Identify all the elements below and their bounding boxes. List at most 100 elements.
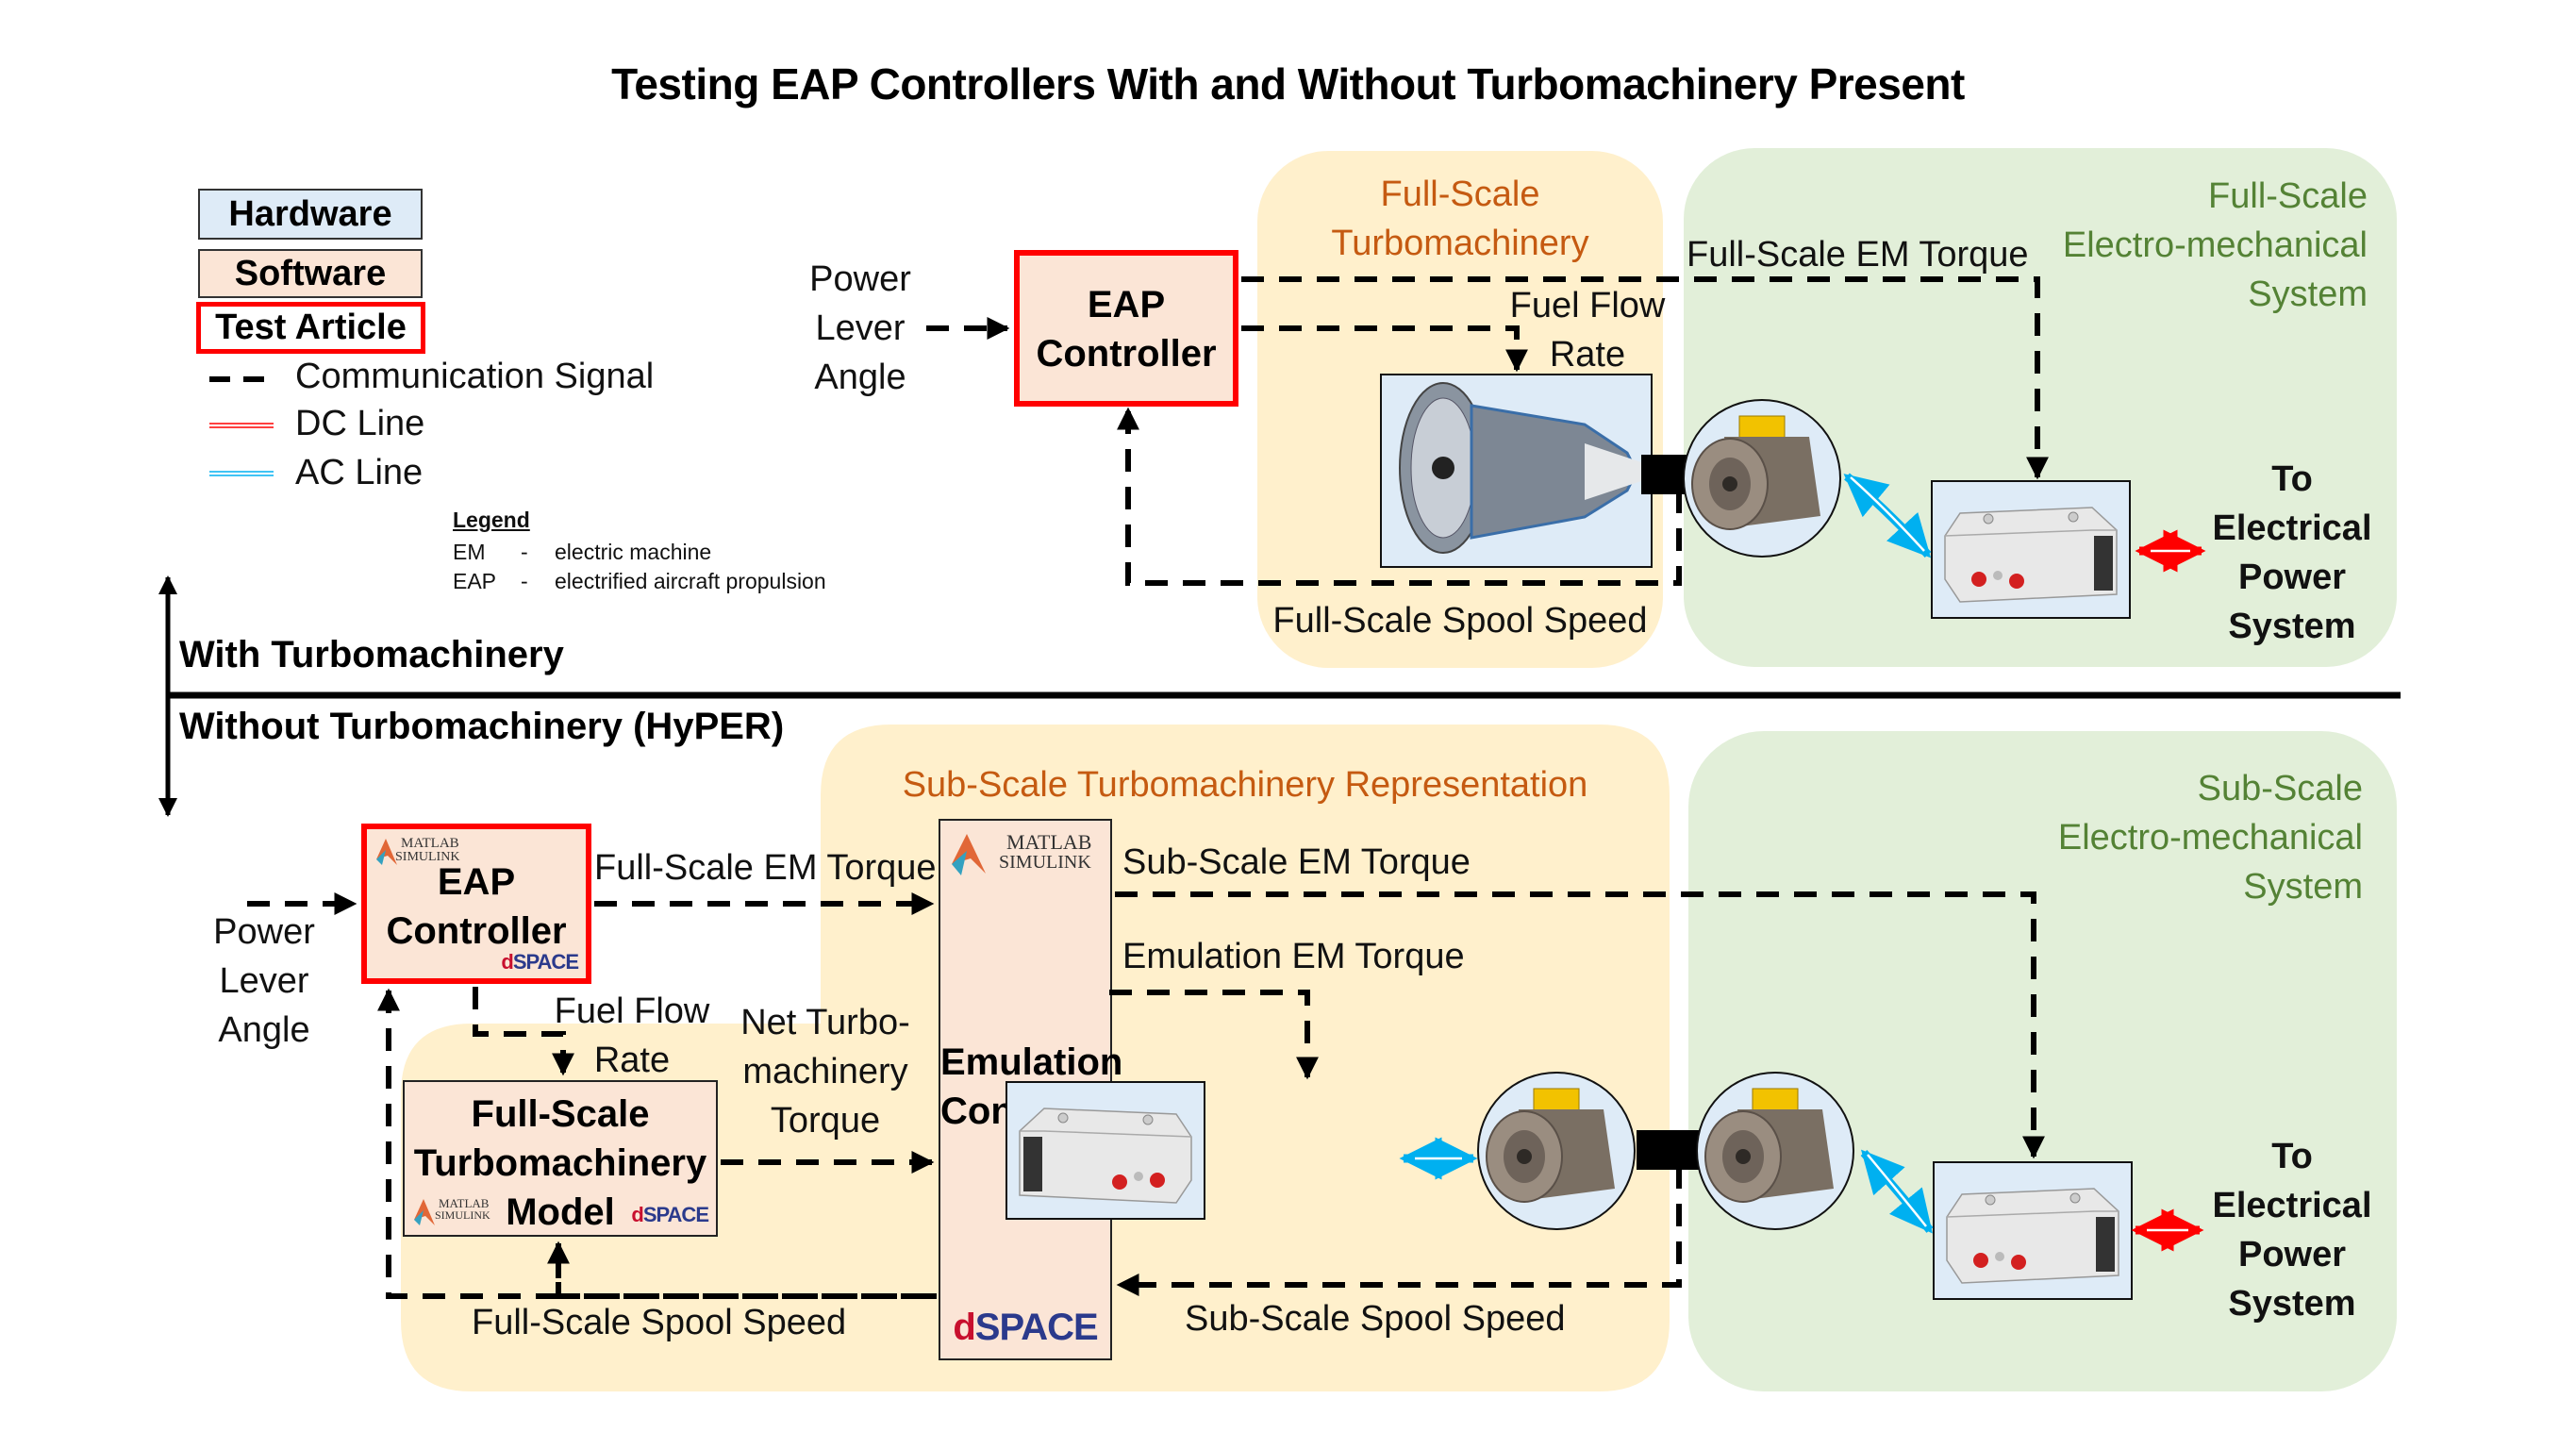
model-title-line: Full-Scale xyxy=(471,1093,650,1135)
label-line: Power xyxy=(2237,558,2347,597)
top-to-electrical-power-system: To Electrical Power System xyxy=(2207,455,2377,651)
bottom-fs-spool-to-model xyxy=(547,1241,937,1299)
sub-scale-em-panel-title: Sub-Scale Electro-mechanical System xyxy=(1981,764,2363,911)
legend-dc-line-sample xyxy=(209,423,274,428)
sub-scale-em-torque-label: Sub-Scale EM Torque xyxy=(1122,842,1471,882)
top-inverter-image xyxy=(1931,480,2131,619)
label-line: System xyxy=(2243,867,2363,907)
label-line: Electrical xyxy=(2212,1186,2372,1225)
label-line: machinery xyxy=(742,1052,908,1091)
emulation-electric-machine-image xyxy=(1477,1072,1636,1230)
top-fuel-flow-signal xyxy=(1241,325,1528,373)
legend-dc-line-label: DC Line xyxy=(295,404,425,443)
top-em-torque-signal xyxy=(1241,276,2049,480)
label-line: Electro-mechanical xyxy=(2062,225,2368,265)
section-without-turbomachinery: Without Turbomachinery (HyPER) xyxy=(179,706,785,747)
sub-scale-emulation-inverter-image xyxy=(1005,1081,1205,1220)
legend-communication-signal-label: Communication Signal xyxy=(295,357,655,396)
label-line: Power xyxy=(213,912,315,952)
label-line: To xyxy=(2271,1137,2313,1176)
full-scale-turbomachinery-model: Full-Scale Turbomachinery Model MATLAB S… xyxy=(403,1080,718,1237)
bottom-fs-spool-to-controller xyxy=(377,988,558,1299)
abbr-eap: EAP xyxy=(453,569,497,593)
label-line: Electrical xyxy=(2212,508,2372,548)
emulation-title-line: Emulation xyxy=(940,1041,1123,1083)
legend-test-article: Test Article xyxy=(196,302,425,354)
model-title-line: Turbomachinery xyxy=(413,1142,707,1184)
bottom-eap-controller: MATLAB SIMULINK EAP Controller dSPACE xyxy=(361,824,591,984)
matlab-text: MATLAB xyxy=(1006,830,1092,854)
legend-software: Software xyxy=(198,249,423,298)
label-line: Fuel Flow xyxy=(1509,286,1666,325)
bottom-fuel-flow-label: Fuel Flow Rate xyxy=(552,987,712,1085)
top-power-lever-angle-label: Power Lever Angle xyxy=(802,255,919,402)
dspace-rest: SPACE xyxy=(974,1307,1099,1348)
controller-title-line: EAP xyxy=(437,861,516,903)
label-line: Net Turbo- xyxy=(740,1003,910,1042)
dspace-logo: dSPACE xyxy=(631,1203,709,1227)
label-line: Power xyxy=(2237,1235,2347,1274)
bottom-to-electrical-power-system: To Electrical Power System xyxy=(2207,1132,2377,1328)
bottom-power-lever-angle-label: Power Lever Angle xyxy=(203,908,325,1055)
label-line: Sub-Scale xyxy=(2197,769,2363,808)
matlab-membrane-icon xyxy=(376,839,397,865)
top-fuel-flow-label: Fuel Flow Rate xyxy=(1507,281,1668,379)
label-line: Angle xyxy=(814,358,906,397)
sub-scale-inverter-image xyxy=(1933,1161,2133,1300)
abbreviations-title: Legend xyxy=(453,508,530,532)
matlab-membrane-icon xyxy=(952,834,986,875)
label-line: Full-Scale xyxy=(1380,175,1540,214)
top-spool-speed-signal xyxy=(1117,407,1682,586)
legend-hardware: Hardware xyxy=(198,189,423,240)
abbr-em-meaning: electric machine xyxy=(555,540,712,564)
label-line: Electro-mechanical xyxy=(2057,818,2363,858)
simulink-text: SIMULINK xyxy=(395,850,460,864)
section-with-turbomachinery: With Turbomachinery xyxy=(179,634,564,675)
dspace-logo: dSPACE xyxy=(940,1307,1110,1349)
bottom-emu-em-torque-signal xyxy=(1109,990,1319,1080)
label-line: Fuel Flow xyxy=(554,991,710,1031)
top-em-torque-label: Full-Scale EM Torque xyxy=(1687,235,2029,275)
bottom-ss-em-torque-signal xyxy=(1115,891,2045,1159)
dspace-logo: dSPACE xyxy=(501,950,579,974)
label-line: System xyxy=(2248,275,2368,314)
matlab-text: MATLAB xyxy=(401,836,459,851)
dspace-d: d xyxy=(953,1307,975,1348)
top-em-panel-title: Full-Scale Electro-mechanical System xyxy=(1981,172,2368,319)
controller-title-line: EAP xyxy=(1087,284,1166,325)
top-ac-line xyxy=(1843,473,1932,558)
simulink-text: SIMULINK xyxy=(999,852,1091,873)
dspace-d: d xyxy=(501,950,513,974)
bottom-fs-em-torque-label: Full-Scale EM Torque xyxy=(594,848,937,888)
bottom-ss-spool-speed-signal xyxy=(1116,1166,1682,1296)
dspace-rest: SPACE xyxy=(512,950,579,974)
bottom-fuel-flow-signal xyxy=(473,987,574,1076)
legend-ac-line-label: AC Line xyxy=(295,453,424,492)
label-line: Lever xyxy=(219,961,309,1001)
label-line: To xyxy=(2271,459,2313,499)
sub-scale-turbomachinery-panel-title: Sub-Scale Turbomachinery Representation xyxy=(902,765,1588,805)
sub-scale-electric-machine-image xyxy=(1696,1072,1854,1230)
bottom-ss-spool-speed-label: Sub-Scale Spool Speed xyxy=(1185,1299,1566,1339)
dspace-d: d xyxy=(631,1203,643,1226)
abbr-em: EM xyxy=(453,540,486,564)
diagram-title: Testing EAP Controllers With and Without… xyxy=(611,59,1965,108)
bottom-fs-spool-speed-label: Full-Scale Spool Speed xyxy=(472,1303,847,1342)
bottom-net-torque-label: Net Turbo- machinery Torque xyxy=(731,998,920,1145)
emulation-em-torque-label: Emulation EM Torque xyxy=(1122,937,1465,976)
label-line: System xyxy=(2228,607,2356,646)
top-spool-speed-label: Full-Scale Spool Speed xyxy=(1272,601,1648,641)
controller-title-line: Controller xyxy=(1036,333,1217,375)
matlab-simulink-logo: MATLAB SIMULINK xyxy=(374,836,460,865)
label-line: Torque xyxy=(770,1101,881,1141)
abbr-eap-meaning: electrified aircraft propulsion xyxy=(555,569,826,593)
controller-title-line: Controller xyxy=(386,910,567,952)
turbofan-engine-image xyxy=(1380,374,1653,568)
label-line: Lever xyxy=(815,308,906,348)
abbr-em-sep: - xyxy=(521,540,528,564)
label-line: System xyxy=(2228,1284,2356,1324)
label-line: Power xyxy=(809,259,911,299)
matlab-simulink-logo: MATLAB SIMULINK xyxy=(412,1197,490,1225)
model-title-line: Model xyxy=(506,1191,615,1233)
